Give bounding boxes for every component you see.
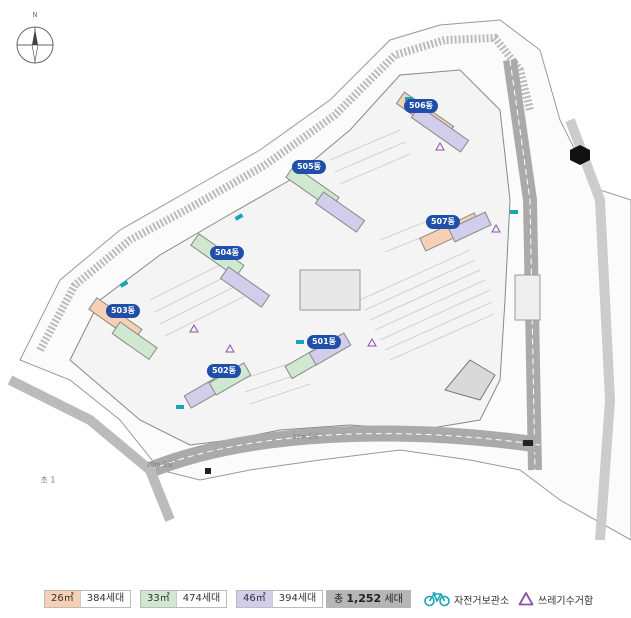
community-center [299, 269, 361, 311]
building-label-507[interactable]: 507동 [425, 215, 461, 229]
building-label-505[interactable]: 505동 [291, 160, 327, 174]
legend-recycle: 쓰레기수거함 [518, 590, 593, 608]
total-prefix: 총 [334, 594, 344, 605]
site-map-area: 506동 505동 507동 504동 503동 501동 502동 12m 도… [7, 11, 631, 541]
legend-swatch-33: 33㎡ [141, 591, 176, 607]
signal-icon [523, 440, 533, 446]
east-road-line [509, 59, 536, 471]
building-507 [419, 211, 492, 252]
hexagon-landmark-icon [570, 145, 590, 165]
recycle-icon [518, 592, 534, 606]
total-value: 1,252 [346, 592, 382, 605]
bicycle-icon [424, 592, 450, 607]
building-label-503[interactable]: 503동 [105, 304, 141, 318]
road-label-20m: 20m 도로 [146, 461, 174, 469]
compass-icon [16, 26, 54, 64]
legend-count-46: 394세대 [271, 591, 323, 607]
signal-icon [205, 468, 211, 474]
legend-bike: 자전거보관소 [424, 590, 509, 608]
building-label-506[interactable]: 506동 [403, 99, 439, 113]
building-label-504[interactable]: 504동 [209, 246, 245, 260]
sports-court [514, 274, 541, 321]
south-road-line [149, 433, 541, 471]
slope-band [36, 33, 534, 352]
total-suffix: 세대 [384, 594, 403, 605]
building-503 [88, 297, 158, 361]
legend-count-33: 474세대 [175, 591, 227, 607]
building-label-501[interactable]: 501동 [306, 335, 342, 349]
legend-count-26: 384세대 [79, 591, 131, 607]
building-label-502[interactable]: 502동 [206, 364, 242, 378]
recycle-markers [189, 141, 501, 353]
legend-item-33: 33㎡ 474세대 [140, 590, 228, 608]
site-plan [7, 19, 631, 541]
legend-item-46: 46㎡ 394세대 [236, 590, 324, 608]
legend-swatch-46: 46㎡ [237, 591, 272, 607]
legend-swatch-26: 26㎡ [45, 591, 80, 607]
amphitheater [444, 359, 496, 401]
road-label-hwy: 초 1 [40, 475, 56, 485]
bike-label: 자전거보관소 [454, 595, 510, 607]
legend-item-26: 26㎡ 384세대 [44, 590, 132, 608]
compass-label: N [32, 11, 38, 19]
legend-total: 총 1,252 세대 [326, 590, 411, 608]
building-505 [285, 165, 366, 233]
legend: 26㎡ 384세대 33㎡ 474세대 46㎡ 394세대 총 1,252 세대… [0, 588, 631, 612]
recycle-label: 쓰레기수거함 [538, 595, 594, 607]
road-label-12m: 12m 도로 [292, 433, 320, 441]
southwest-road [7, 375, 175, 522]
